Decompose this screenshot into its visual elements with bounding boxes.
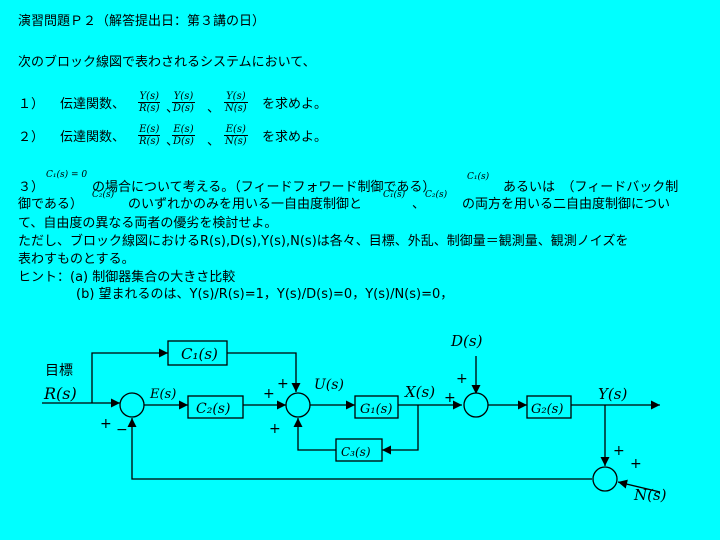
q1-number: １） xyxy=(18,97,45,112)
q3-hint-b: (b) 望まれるのは、Y(s)/R(s)=1，Y(s)/D(s)=0，Y(s)/… xyxy=(76,287,454,302)
q1-label: 伝達関数、 xyxy=(60,97,126,112)
sign-sum2-plus-left: + xyxy=(263,386,275,402)
page-title: 演習問題Ｐ２（解答提出日：第３講の日） xyxy=(18,14,266,29)
sign-sum1-minus: − xyxy=(116,422,128,438)
label-n: N(s) xyxy=(633,486,667,504)
q1-tail: を求めよ。 xyxy=(262,97,328,112)
q3-c2: C₂(s) xyxy=(92,190,115,200)
block-g1 xyxy=(354,395,399,419)
sum-junction-4 xyxy=(592,466,618,492)
label-c3: C₃(s) xyxy=(341,445,371,459)
sign-sum3-plus-top: + xyxy=(456,371,468,387)
q3-line2-b: のいずれかのみを用いる一自由度制御と xyxy=(128,197,363,212)
signal-r-to-c1 xyxy=(91,348,168,403)
label-goal: 目標 xyxy=(45,363,73,379)
sign-sum2-plus-bottom: + xyxy=(269,421,281,437)
label-d: D(s) xyxy=(450,332,483,350)
q3-line5: 表わすものとする。 xyxy=(18,252,135,267)
signal-c1-out xyxy=(227,352,301,392)
label-c1: C₁(s) xyxy=(181,345,218,363)
q1-sep-2: 、 xyxy=(207,101,221,116)
sum-junction-3 xyxy=(463,392,489,418)
sum-junction-2 xyxy=(285,392,311,418)
q2-sep-2: 、 xyxy=(207,134,221,149)
q2-frac-1: E(s)R(s) xyxy=(138,124,161,147)
label-r: R(s) xyxy=(43,384,77,403)
q3-condition: C₁(s) = 0 xyxy=(46,170,88,180)
q3-line2-a: 御である） xyxy=(18,197,83,212)
block-c3 xyxy=(335,438,383,462)
label-y: Y(s) xyxy=(598,385,627,403)
sign-sum2-plus-top: + xyxy=(277,376,289,392)
label-g2: G₂(s) xyxy=(531,402,563,417)
intro-text: 次のブロック線図で表わされるシステムにおいて、 xyxy=(18,55,316,70)
q1-frac-3: Y(s)N(s) xyxy=(224,91,248,114)
signal-n-line xyxy=(617,479,661,493)
block-g2 xyxy=(526,395,572,419)
q3-c2b: C₂(s) xyxy=(425,190,448,200)
sum-junction-1 xyxy=(119,392,145,418)
q1-sep-1: 、 xyxy=(166,101,180,116)
q3-line3: て、自由度の異なる両者の優劣を検討せよ。 xyxy=(18,216,278,231)
q3-line2-c: の両方を用いる二自由度制御につい xyxy=(462,197,671,212)
label-c2: C₂(s) xyxy=(196,401,230,417)
q2-frac-2: E(s)D(s) xyxy=(172,124,195,147)
q1-frac-2: Y(s)D(s) xyxy=(172,91,195,114)
q2-label: 伝達関数、 xyxy=(60,130,126,145)
signal-c3-out xyxy=(293,418,336,451)
sign-sum3-plus-left: + xyxy=(444,390,456,406)
block-c1 xyxy=(167,340,228,366)
q3-hint-a: ヒント：(a) 制御器集合の大きさ比較 xyxy=(18,270,236,285)
label-x: X(s) xyxy=(404,383,435,401)
q3-text-b: あるいは （フィードバック制 xyxy=(503,180,679,195)
sign-sum4-plus-top: + xyxy=(613,443,625,459)
sign-sum1-plus: + xyxy=(100,416,112,432)
signal-x-to-c3 xyxy=(382,405,419,455)
signal-feedback xyxy=(127,418,592,480)
label-e: E(s) xyxy=(149,387,176,402)
q1-frac-1: Y(s)R(s) xyxy=(138,91,161,114)
q3-text-a: の場合について考える。（フィードフォワード制御である） xyxy=(92,180,436,195)
q2-number: ２） xyxy=(18,130,45,145)
q3-number: ３） xyxy=(18,180,45,195)
block-c2 xyxy=(187,395,244,419)
q3-c1: C₁(s) xyxy=(467,172,490,182)
sign-sum4-plus-right: + xyxy=(630,456,642,472)
label-u: U(s) xyxy=(314,377,344,393)
q2-tail: を求めよ。 xyxy=(262,130,328,145)
q2-sep-1: 、 xyxy=(166,134,180,149)
q3-comma: 、 xyxy=(412,197,426,212)
q2-frac-3: E(s)N(s) xyxy=(224,124,248,147)
label-g1: G₁(s) xyxy=(360,402,392,417)
q3-line4: ただし、ブロック線図におけるR(s),D(s),Y(s),N(s)は各々、目標、… xyxy=(18,234,629,249)
q3-c1b: C₁(s) xyxy=(383,190,406,200)
